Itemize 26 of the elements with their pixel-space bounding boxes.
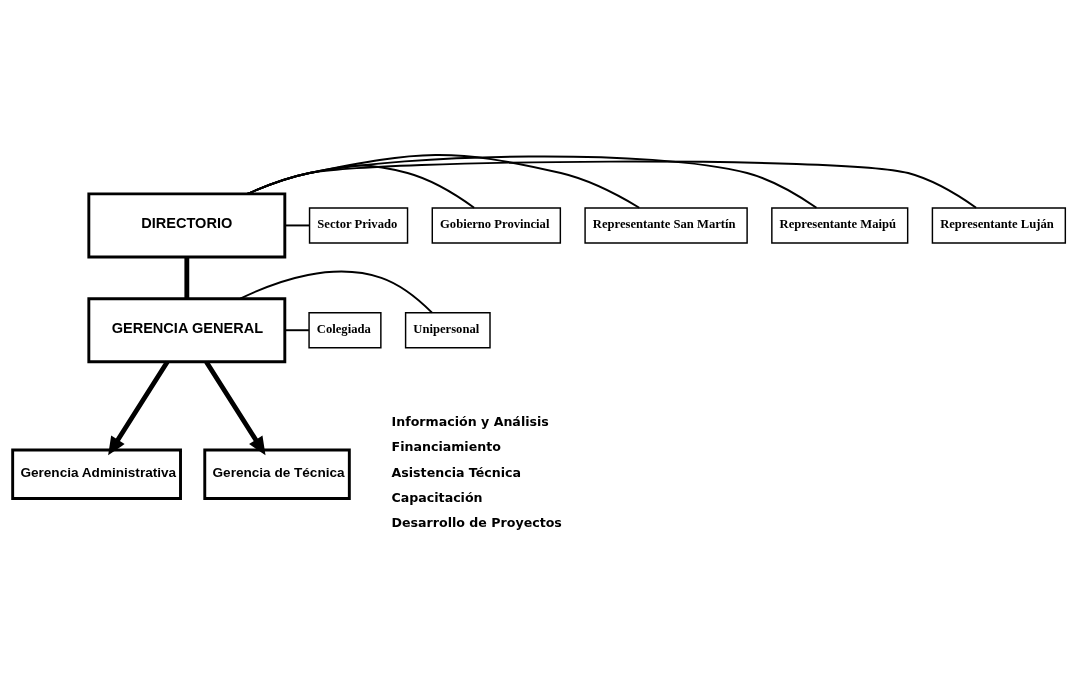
label: Desarrollo de Proyectos	[391, 515, 562, 531]
connector	[246, 154, 641, 209]
connector	[246, 160, 978, 209]
node-box: GERENCIA GENERAL	[87, 297, 287, 364]
node-box: Gerencia de Técnica	[203, 448, 351, 500]
connector	[246, 164, 476, 209]
node-box: Gobierno Provincial	[431, 207, 562, 244]
node-box: Sector Privado	[308, 207, 409, 244]
node-box: Gerencia Administrativa	[11, 448, 182, 500]
connector	[184, 257, 190, 299]
label: Capacitación	[391, 489, 483, 505]
label: Información y Análisis	[391, 414, 549, 430]
node-box: Unipersonal	[404, 312, 491, 349]
node-box: Representante San Martín	[584, 207, 748, 244]
node-box: DIRECTORIO	[87, 192, 287, 259]
connector	[239, 270, 433, 314]
node-box: Representante Maipú	[771, 207, 909, 244]
node-box: Representante Luján	[931, 207, 1067, 244]
connector	[284, 224, 311, 227]
connector	[284, 329, 310, 332]
arrow	[108, 360, 170, 456]
label: Financiamiento	[391, 439, 501, 455]
connector	[246, 155, 818, 209]
arrow	[204, 360, 266, 456]
node-box: Colegiada	[308, 312, 382, 349]
label: Asistencia Técnica	[391, 464, 522, 480]
